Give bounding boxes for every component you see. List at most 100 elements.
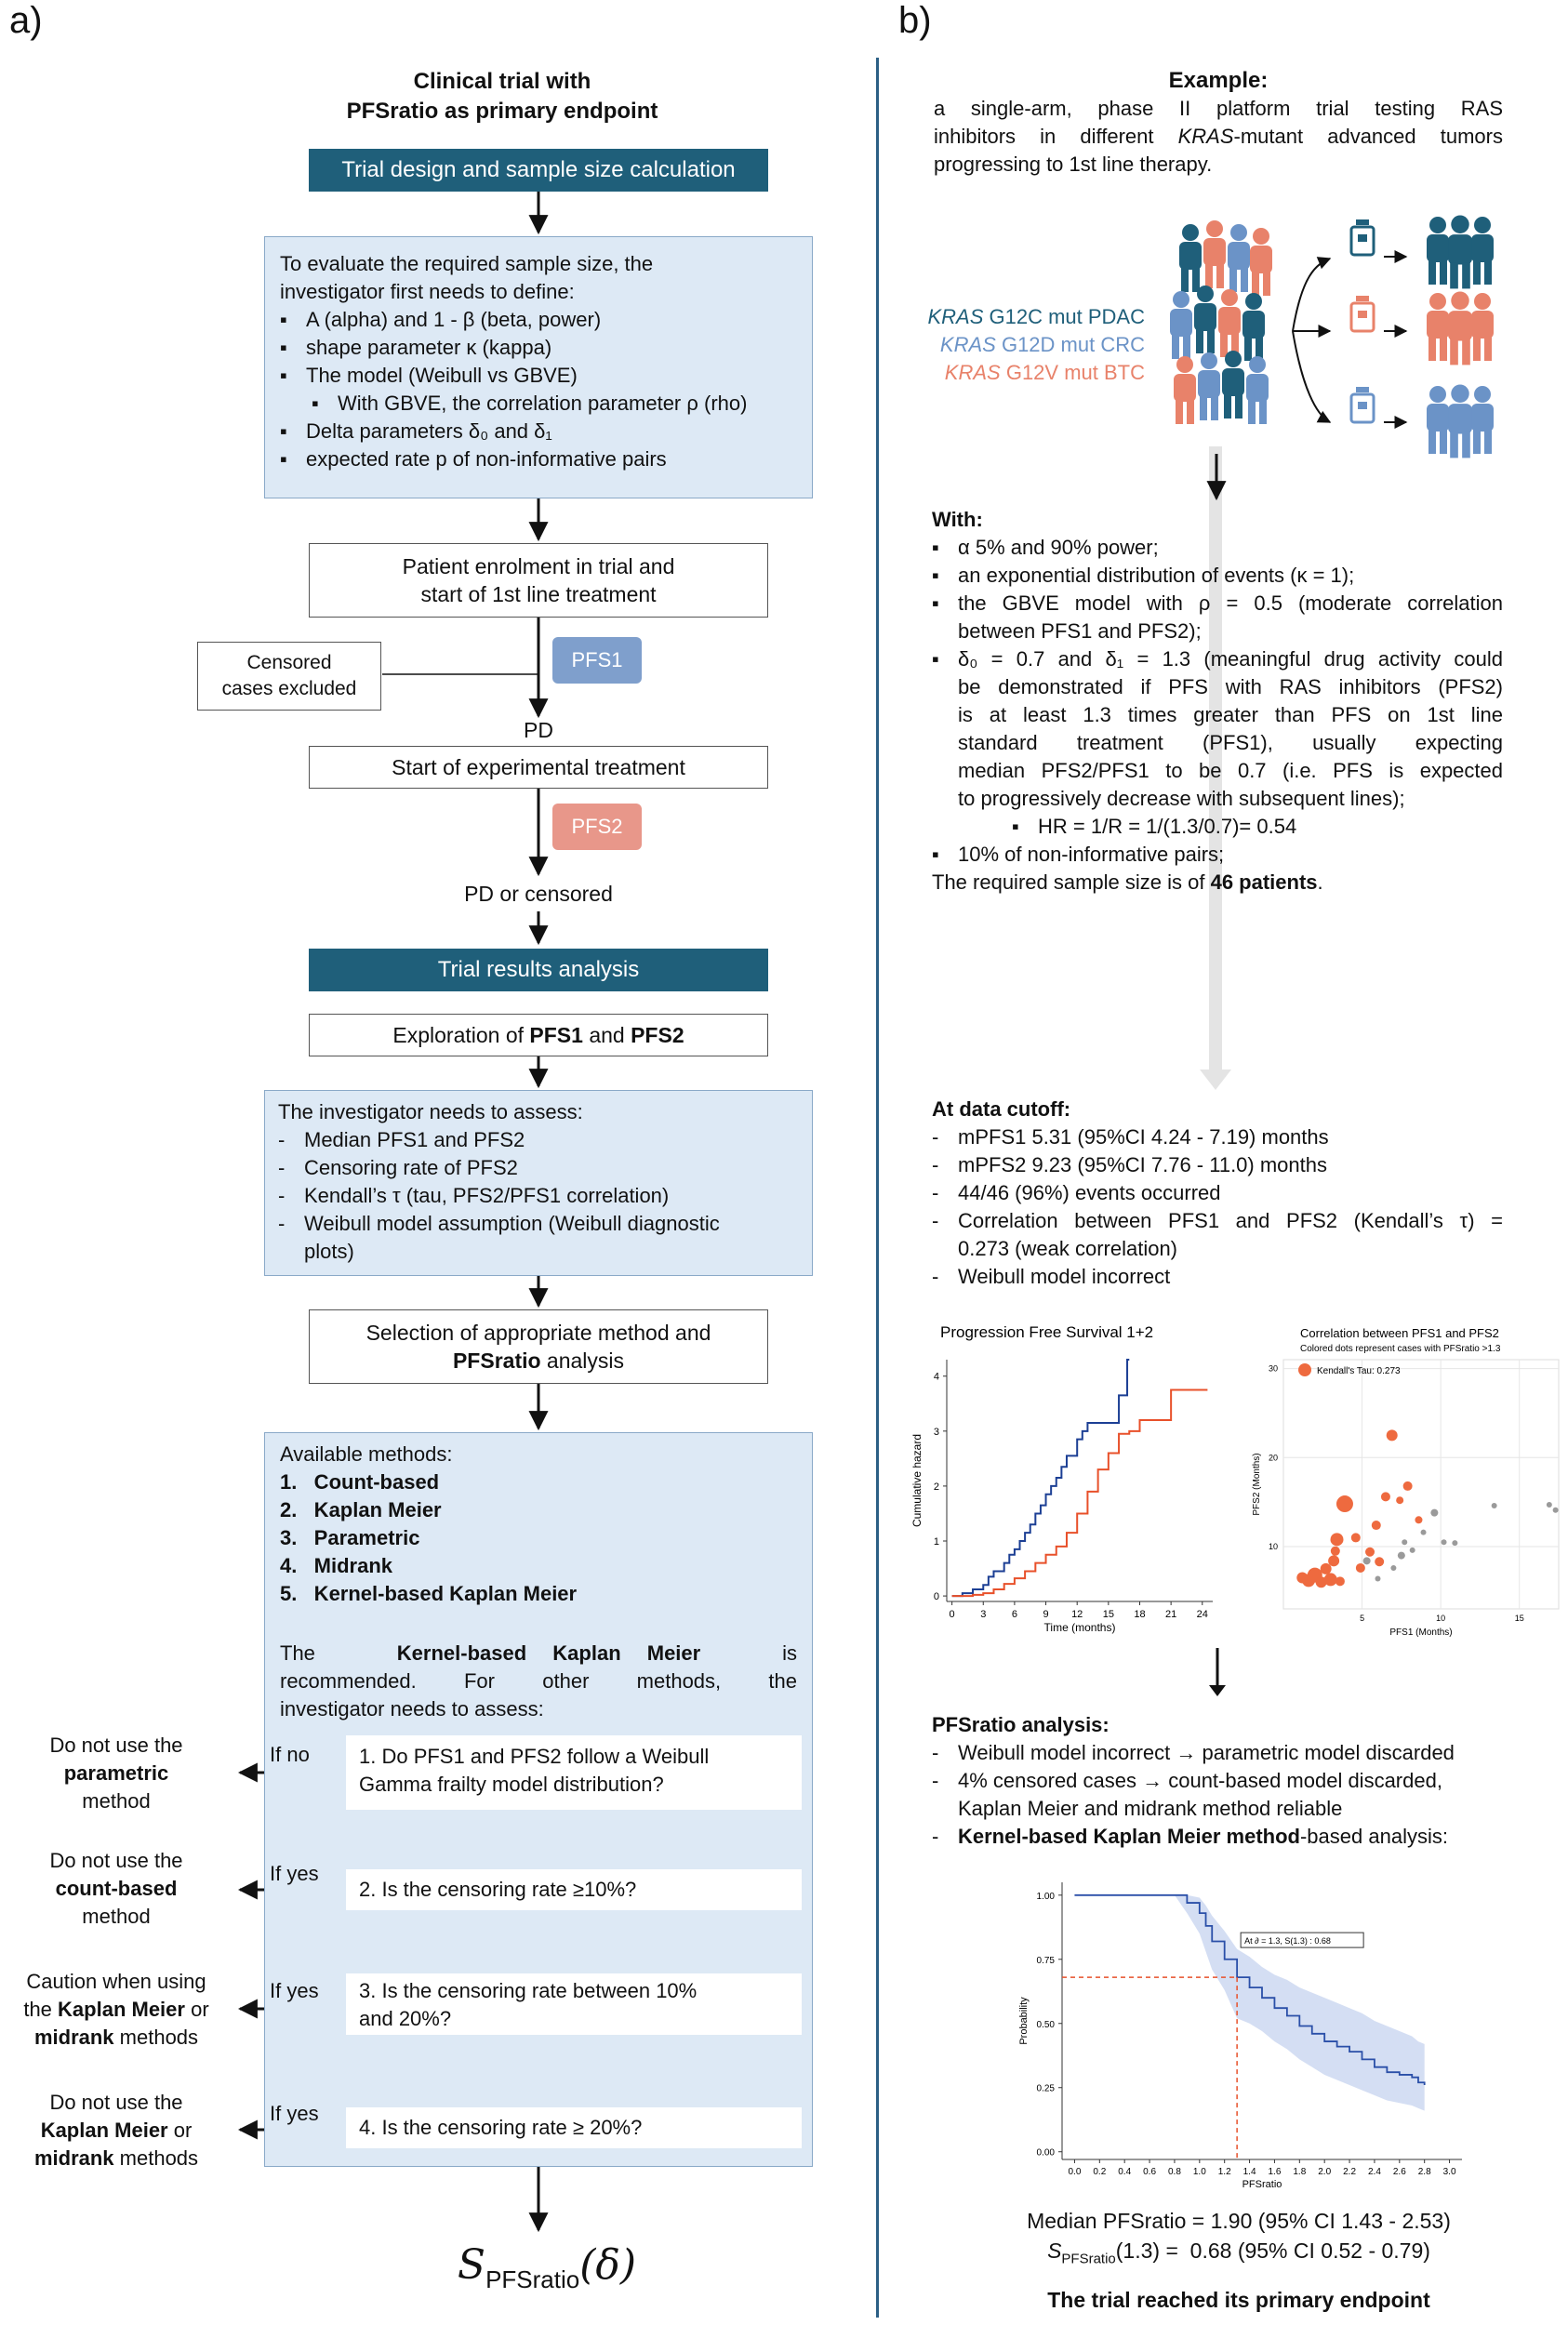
legend-label: Kendall's Tau: 0.273 (1317, 1366, 1401, 1376)
chart-title: Progression Free Survival 1+2 (940, 1323, 1153, 1341)
example-line-1: a single-arm, phase II platform trial te… (934, 97, 1503, 120)
scatter-point (1350, 1533, 1361, 1543)
conclusion: The trial reached its primary endpoint (1047, 2288, 1430, 2312)
define-subitem: ▪With GBVE, the correlation parameter ρ … (312, 392, 748, 415)
method-item: 2. Kaplan Meier (280, 1498, 442, 1521)
x-tick-label: 1.8 (1293, 2167, 1306, 2177)
scatter-point (1380, 1492, 1390, 1502)
y-tick-label: 0.75 (1037, 1956, 1056, 1966)
scatter-point (1546, 1502, 1552, 1508)
censored-line-2: cases excluded (221, 678, 357, 699)
y-tick-label: 0.00 (1037, 2148, 1056, 2159)
series-line-0 (951, 1359, 1130, 1598)
enrolment-line-1: Patient enrolment in trial and (402, 554, 675, 578)
selection-line-1: Selection of appropriate method and (365, 1321, 711, 1345)
kras-legend: KRAS G12C mut PDAC KRAS G12D mut CRC KRA… (917, 303, 1145, 387)
define-item: ▪Delta parameters δ₀ and δ₁ (280, 419, 552, 443)
x-tick-label: 2.6 (1393, 2167, 1406, 2177)
x-tick-label: 24 (1197, 1609, 1208, 1620)
example-line-3: progressing to 1st line therapy. (934, 153, 1213, 176)
define-box: To evaluate the required sample size, th… (264, 236, 813, 498)
with-item: ▪δ₀ = 0.7 and δ₁ = 1.3 (meaningful drug … (932, 647, 1503, 671)
example-block: Example: a single-arm, phase II platform… (934, 67, 1503, 179)
annotation-box (1240, 1932, 1364, 1948)
question-4: 4. Is the censoring rate ≥ 20%? (346, 2107, 802, 2148)
y-tick-label: 20 (1269, 1453, 1278, 1462)
x-tick-label: 2.0 (1318, 2167, 1331, 2177)
y-axis-label: PFS2 (Months) (1252, 1453, 1262, 1515)
x-tick-label: 6 (1012, 1609, 1017, 1620)
experimental-box: Start of experimental treatment (309, 746, 768, 789)
with-item: be demonstrated if PFS with RAS inhibito… (958, 675, 1503, 698)
scatter-point (1330, 1546, 1340, 1556)
scatter-point (1323, 1573, 1337, 1587)
cutoff-item: -mPFS2 9.23 (95%CI 7.76 - 11.0) months (932, 1153, 1327, 1176)
x-axis-label: Time (months) (1044, 1621, 1116, 1634)
assess-item: -Censoring rate of PFS2 (278, 1156, 518, 1179)
with-item: to progressively decrease with subsequen… (958, 787, 1405, 810)
x-tick-label: 0.4 (1118, 2167, 1131, 2177)
with-item: standard treatment (PFS1), usually expec… (958, 731, 1503, 754)
analysis-item: -Weibull model incorrect → parametric mo… (932, 1741, 1455, 1764)
with-item: ▪an exponential distribution of events (… (932, 564, 1355, 587)
x-tick-label: 15 (1515, 1614, 1524, 1623)
x-tick-label: 2.2 (1343, 2167, 1356, 2177)
assess-item: -Median PFS1 and PFS2 (278, 1128, 525, 1151)
with-item: ▪10% of non-informative pairs; (932, 843, 1225, 866)
method-item: 1. Count-based (280, 1470, 440, 1494)
patients-illustration (1170, 210, 1535, 501)
assess-item: -Kendall’s τ (tau, PFS2/PFS1 correlation… (278, 1184, 670, 1207)
patient-crowd-icon (1170, 220, 1272, 424)
define-item: ▪Α (alpha) and 1 - β (beta, power) (280, 308, 602, 331)
define-item: ▪expected rate p of non-informative pair… (280, 447, 667, 471)
x-axis-label: PFSratio (1242, 2179, 1282, 2190)
exploration-pre: Exploration of (392, 1023, 530, 1047)
question-3: 3. Is the censoring rate between 10%and … (346, 1973, 802, 2035)
assess-box: The investigator needs to assess: -Media… (264, 1090, 813, 1276)
pd-censored-label: PD or censored (464, 882, 613, 906)
scatter-point (1362, 1557, 1371, 1565)
cutoff-block: At data cutoff: -mPFS1 5.31 (95%CI 4.24 … (932, 1096, 1503, 1291)
final-s-pfsratio: SPFSratio(δ) (457, 2241, 637, 2293)
scatter-point (1375, 1575, 1381, 1582)
scatter-point (1315, 1576, 1327, 1588)
with-item: median PFS2/PFS1 to be 0.7 (i.e. PFS is … (958, 759, 1503, 782)
scatter-point (1402, 1481, 1413, 1491)
s-pfsratio-value: SPFSratio(1.3) = 0.68 (95% CI 0.52 - 0.7… (1047, 2239, 1430, 2267)
chart-title: Correlation between PFS1 and PFS2 (1300, 1326, 1499, 1340)
y-tick-label: 10 (1269, 1542, 1278, 1551)
scatter-point (1375, 1557, 1385, 1567)
x-tick-label: 21 (1165, 1609, 1176, 1620)
y-tick-label: 30 (1269, 1364, 1278, 1374)
method-item: 4. Midrank (280, 1554, 393, 1577)
pfs-correlation-scatter: Correlation between PFS1 and PFS2Colored… (1252, 1326, 1560, 1638)
scatter-point (1430, 1508, 1439, 1517)
legend-dot (1298, 1363, 1311, 1376)
cutoff-item: -44/46 (96%) events occurred (932, 1181, 1221, 1204)
results-block: Median PFSratio = 1.90 (95% CI 1.43 - 2.… (932, 2206, 1546, 2275)
scatter-point (1491, 1502, 1497, 1508)
censored-line-1: Censored (246, 652, 332, 673)
scatter-point (1335, 1576, 1345, 1587)
cond-if-no: If no (270, 1743, 310, 1766)
x-tick-label: 0.6 (1143, 2167, 1156, 2177)
kras-g12d: KRAS G12D mut CRC (939, 333, 1145, 356)
scatter-point (1452, 1540, 1458, 1547)
with-subitem: ▪HR = 1/R = 1/(1.3/0.7)= 0.54 (1012, 815, 1297, 838)
y-tick-label: 3 (934, 1427, 939, 1438)
cutoff-item: -Correlation between PFS1 and PFS2 (Kend… (932, 1209, 1503, 1232)
x-tick-label: 10 (1436, 1614, 1445, 1623)
define-item: ▪shape parameter κ (kappa) (280, 336, 552, 359)
scatter-point (1365, 1547, 1375, 1557)
define-intro-1: To evaluate the required sample size, th… (280, 252, 654, 275)
series-line-1 (951, 1388, 1208, 1598)
method-item: 5. Kernel-based Kaplan Meier (280, 1582, 578, 1605)
define-item: ▪The model (Weibull vs GBVE) (280, 364, 578, 387)
scatter-point (1409, 1547, 1415, 1553)
example-title: Example: (1168, 68, 1269, 93)
assess-intro: The investigator needs to assess: (278, 1100, 583, 1123)
pfs1-badge: PFS1 (552, 637, 642, 684)
survival-estimate-line (1074, 1893, 1426, 2085)
scatter-point (1320, 1562, 1332, 1574)
